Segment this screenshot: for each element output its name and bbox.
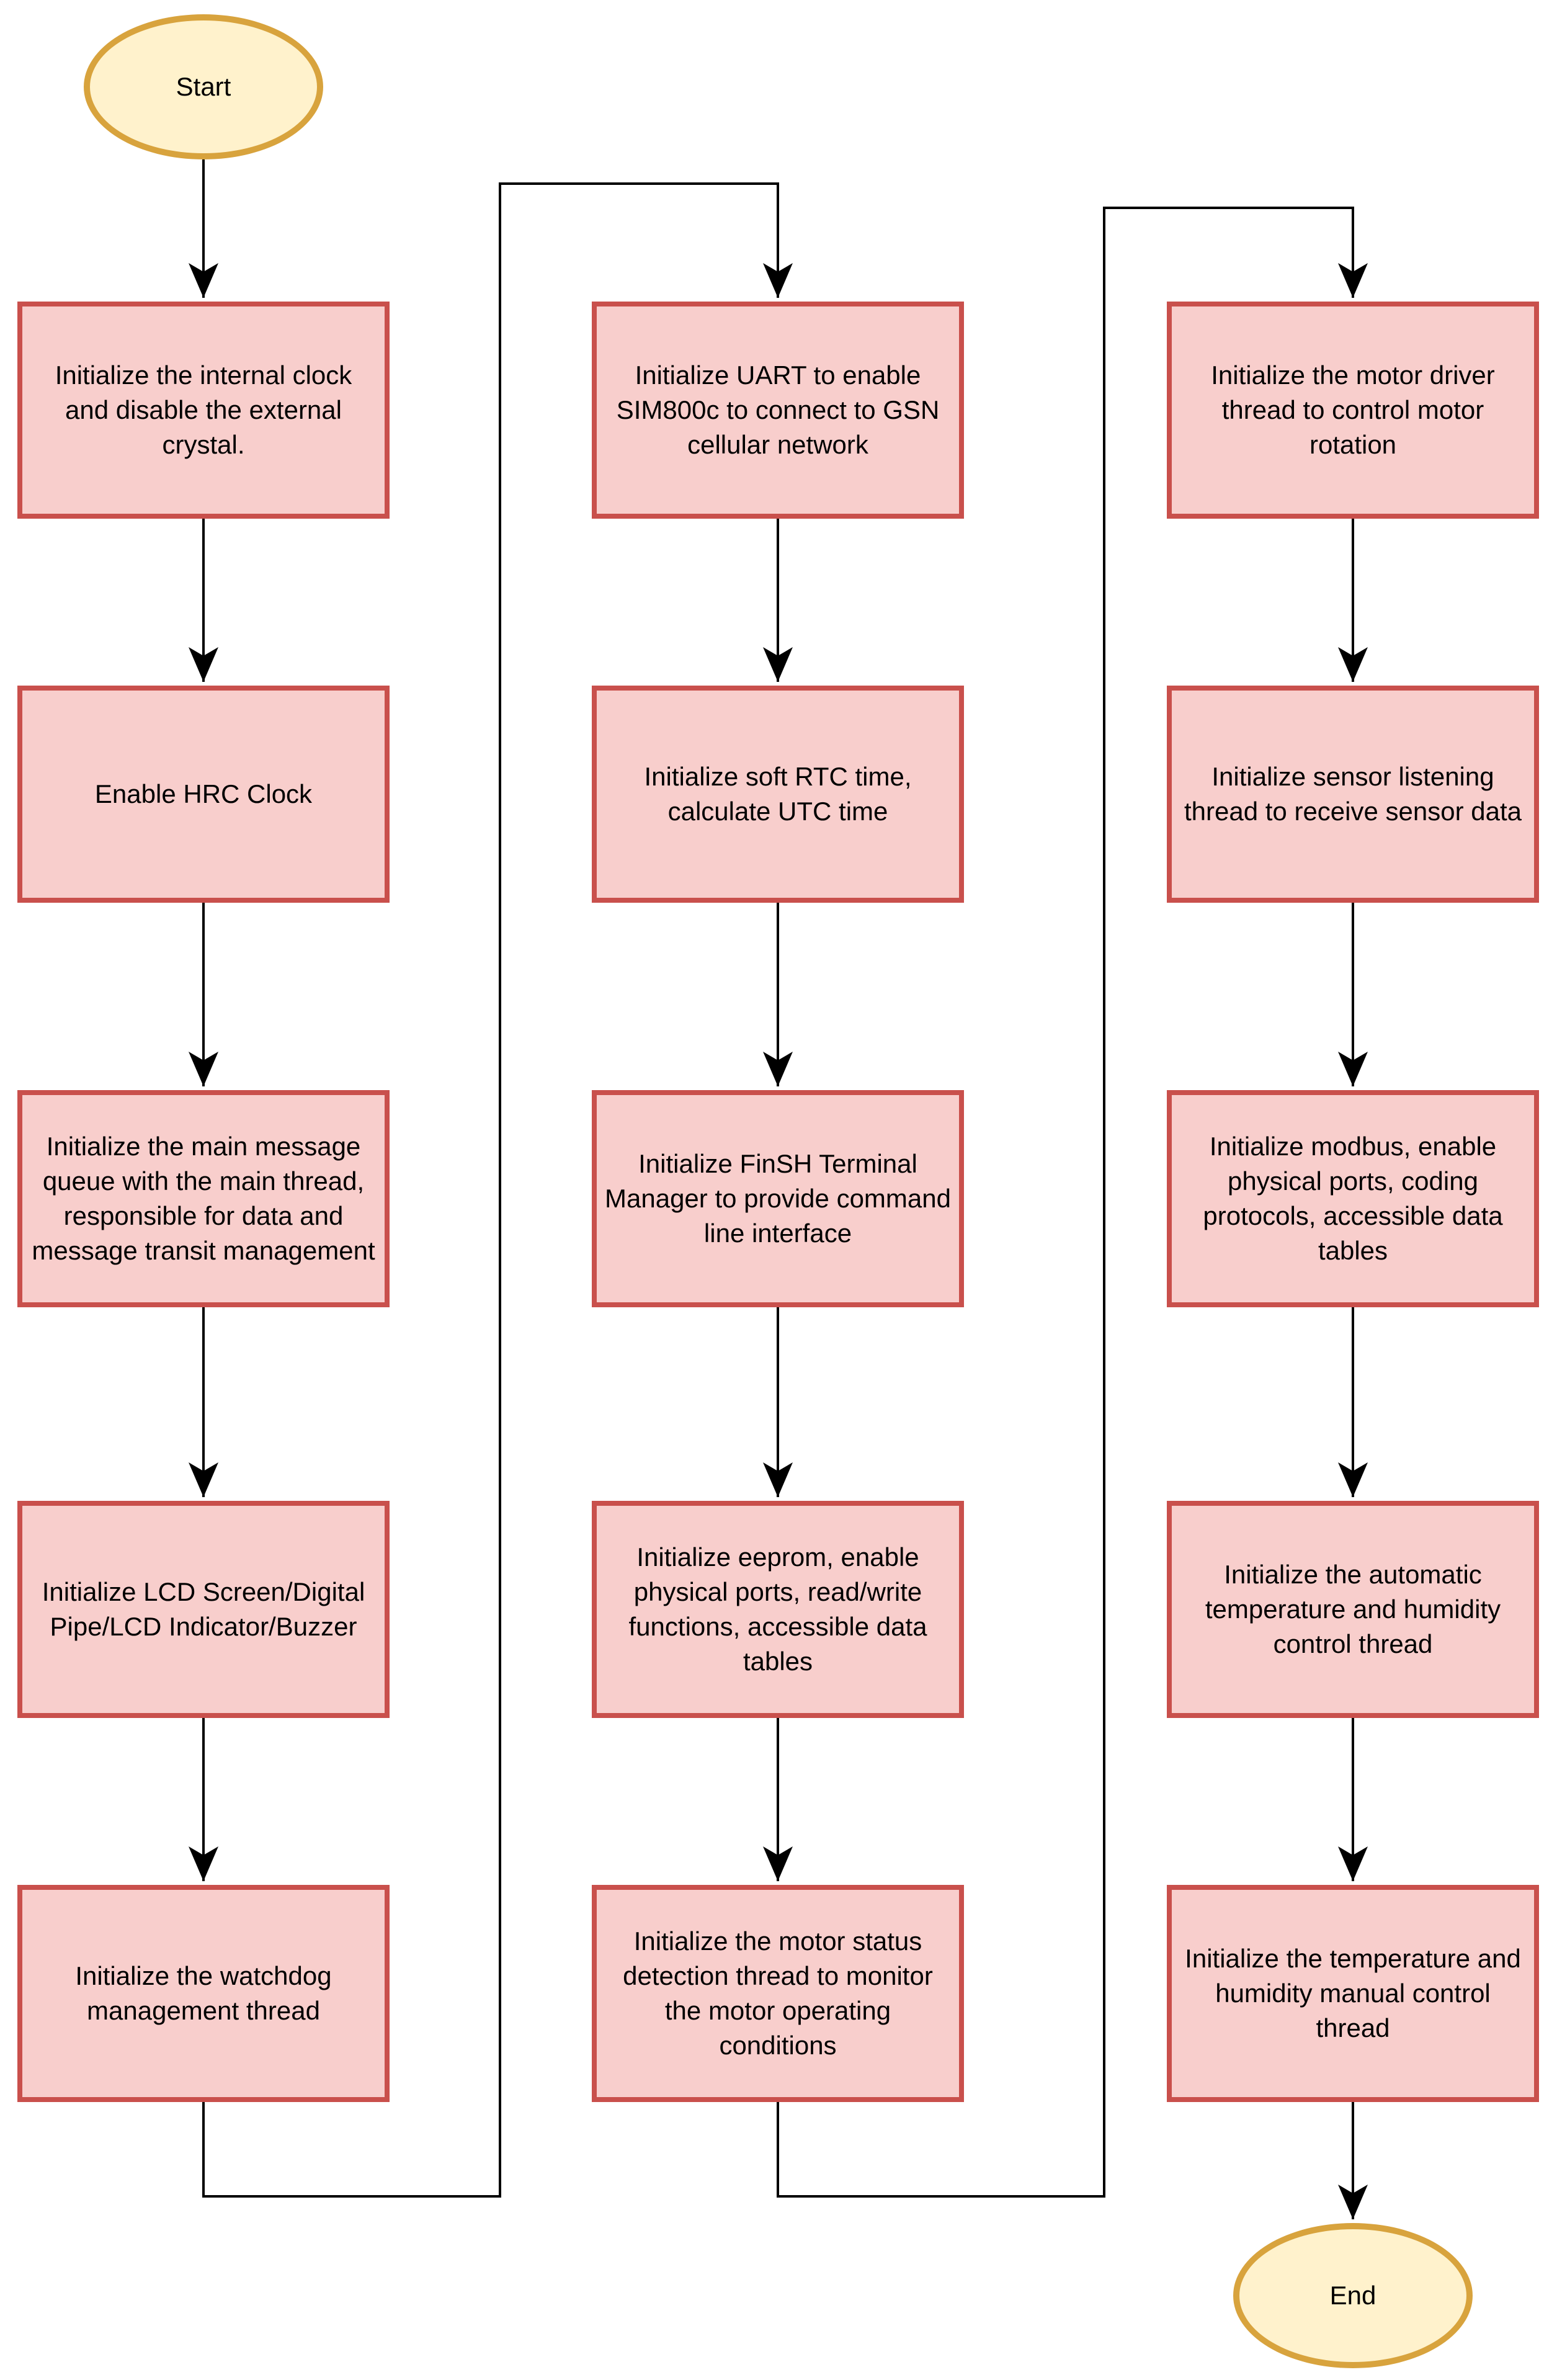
process-box-label: Initialize the automatic temperature and… <box>1205 1560 1501 1658</box>
end-terminal-label: End <box>1329 2281 1376 2310</box>
process-box-label: Enable HRC Clock <box>94 779 313 809</box>
process-box-label: Initialize the motor status detection th… <box>623 1926 933 2060</box>
motor-driver-thread-box: Initialize the motor driver thread to co… <box>1167 302 1539 519</box>
process-box-label: Initialize the temperature and humidity … <box>1185 1944 1521 2042</box>
start-terminal: Start <box>84 14 323 159</box>
internal-clock-init-box: Initialize the internal clock and disabl… <box>17 302 390 519</box>
auto-temp-humidity-control-box: Initialize the automatic temperature and… <box>1167 1501 1539 1718</box>
process-box-label: Initialize modbus, enable physical ports… <box>1203 1132 1503 1265</box>
uart-init-box: Initialize UART to enable SIM800c to con… <box>592 302 964 519</box>
flow-arrow <box>777 207 1368 2198</box>
sensor-listening-thread-box: Initialize sensor listening thread to re… <box>1167 686 1539 903</box>
hrc-clock-enable-box: Enable HRC Clock <box>17 686 390 903</box>
manual-temp-humidity-control-box: Initialize the temperature and humidity … <box>1167 1885 1539 2102</box>
process-box-label: Initialize eeprom, enable physical ports… <box>628 1542 927 1676</box>
process-box-label: Initialize UART to enable SIM800c to con… <box>616 360 940 459</box>
lcd-init-box: Initialize LCD Screen/Digital Pipe/LCD I… <box>17 1501 390 1718</box>
soft-rtc-init-box: Initialize soft RTC time, calculate UTC … <box>592 686 964 903</box>
watchdog-thread-box: Initialize the watchdog management threa… <box>17 1885 390 2102</box>
start-terminal-label: Start <box>176 72 231 101</box>
process-box-label: Initialize sensor listening thread to re… <box>1184 762 1522 826</box>
flow-arrow <box>202 182 793 2198</box>
eeprom-init-box: Initialize eeprom, enable physical ports… <box>592 1501 964 1718</box>
process-box-label: Initialize LCD Screen/Digital Pipe/LCD I… <box>42 1577 365 1641</box>
process-box-label: Initialize soft RTC time, calculate UTC … <box>644 762 912 826</box>
motor-status-detection-box: Initialize the motor status detection th… <box>592 1885 964 2102</box>
finsh-terminal-init-box: Initialize FinSH Terminal Manager to pro… <box>592 1090 964 1307</box>
end-terminal: End <box>1233 2223 1473 2368</box>
process-box-label: Initialize the internal clock and disabl… <box>55 360 352 459</box>
process-box-label: Initialize FinSH Terminal Manager to pro… <box>605 1149 951 1248</box>
modbus-init-box: Initialize modbus, enable physical ports… <box>1167 1090 1539 1307</box>
process-box-label: Initialize the motor driver thread to co… <box>1211 360 1495 459</box>
process-box-label: Initialize the main message queue with t… <box>32 1132 375 1265</box>
process-box-label: Initialize the watchdog management threa… <box>75 1961 332 2025</box>
message-queue-init-box: Initialize the main message queue with t… <box>17 1090 390 1307</box>
